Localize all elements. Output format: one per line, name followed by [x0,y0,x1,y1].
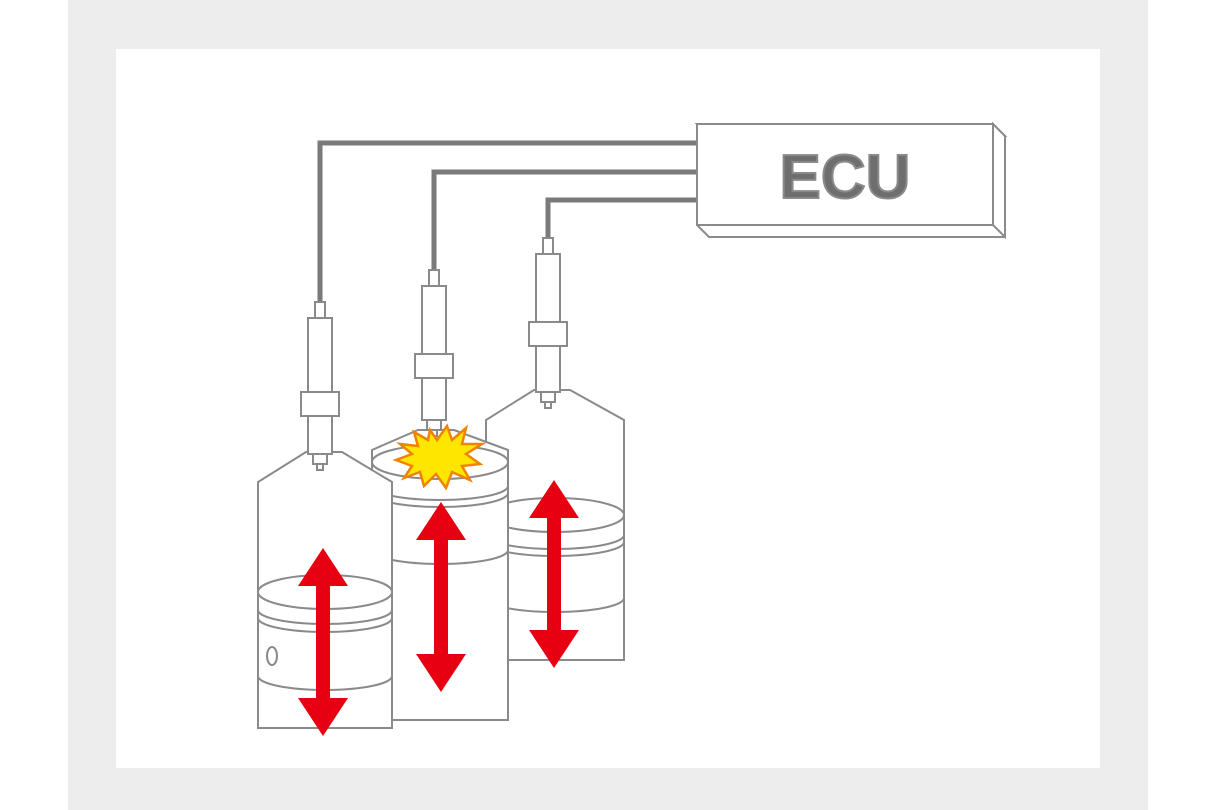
ecu-box-front [696,123,994,226]
ecu-box: ECU [694,121,1008,240]
motion-arrow-cylinder-1 [298,548,348,736]
ecu-box-side [992,121,1006,240]
motion-arrows [298,480,579,736]
wire-cylinder-2 [431,169,697,270]
cylinder-1-spark-plug [300,301,340,471]
cylinder-3-spark-plug [528,237,568,409]
spark-explosion [392,423,487,491]
ecu-box-bottom-edge [696,224,1005,238]
motion-arrow-cylinder-3 [529,480,579,668]
cylinder-1-piston-pin [266,646,278,666]
motion-arrow-cylinder-2 [416,502,466,692]
wire-cylinder-1 [317,140,697,302]
wires [317,140,697,302]
ecu-label: ECU [780,143,911,212]
wire-cylinder-3 [545,197,697,238]
cylinder-2-spark-plug [414,269,454,437]
